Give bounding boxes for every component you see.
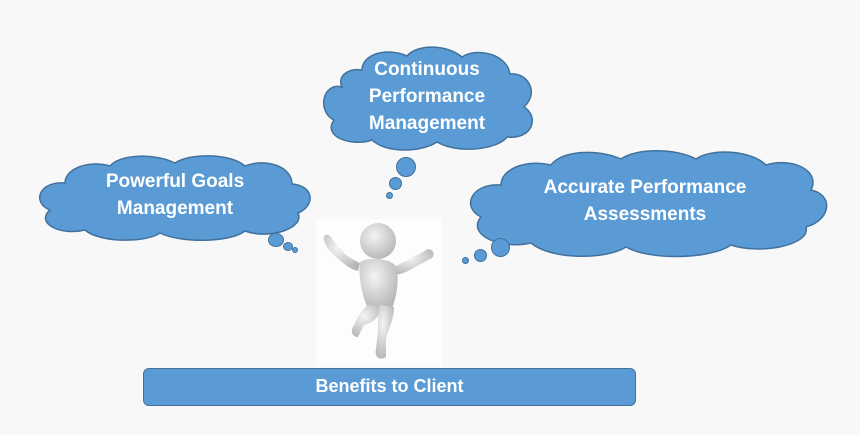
thought-bubble <box>474 249 487 262</box>
cloud-accurate-assessments: Accurate Performance Assessments <box>456 145 834 261</box>
cloud-text-line: Assessments <box>583 204 707 225</box>
cloud-text-line: Management <box>368 113 486 134</box>
cloud-text-line: Powerful Goals <box>105 171 245 192</box>
cloud-text-line: Management <box>116 198 234 219</box>
thought-bubble <box>462 257 469 264</box>
cloud-text-line: Accurate Performance <box>543 177 747 198</box>
thought-bubble <box>386 192 393 199</box>
person-icon <box>323 223 434 359</box>
cloud-text-line: Continuous <box>374 59 480 80</box>
thought-bubble <box>268 233 284 247</box>
jumping-person-image <box>316 219 442 367</box>
cloud-shape-icon <box>469 150 828 258</box>
cloud-powerful-goals: Powerful Goals Management <box>30 148 320 244</box>
thought-bubble <box>389 177 402 190</box>
thought-bubble <box>491 238 510 257</box>
cloud-text-line: Performance <box>368 86 486 107</box>
thought-bubble <box>396 157 416 177</box>
cloud-shape-icon <box>39 155 311 241</box>
thought-bubble <box>283 242 293 251</box>
cloud-shape-icon <box>323 46 534 151</box>
cloud-continuous-performance: Continuous Performance Management <box>312 42 542 154</box>
benefits-banner: Benefits to Client <box>143 368 636 406</box>
thought-bubble <box>292 247 298 253</box>
